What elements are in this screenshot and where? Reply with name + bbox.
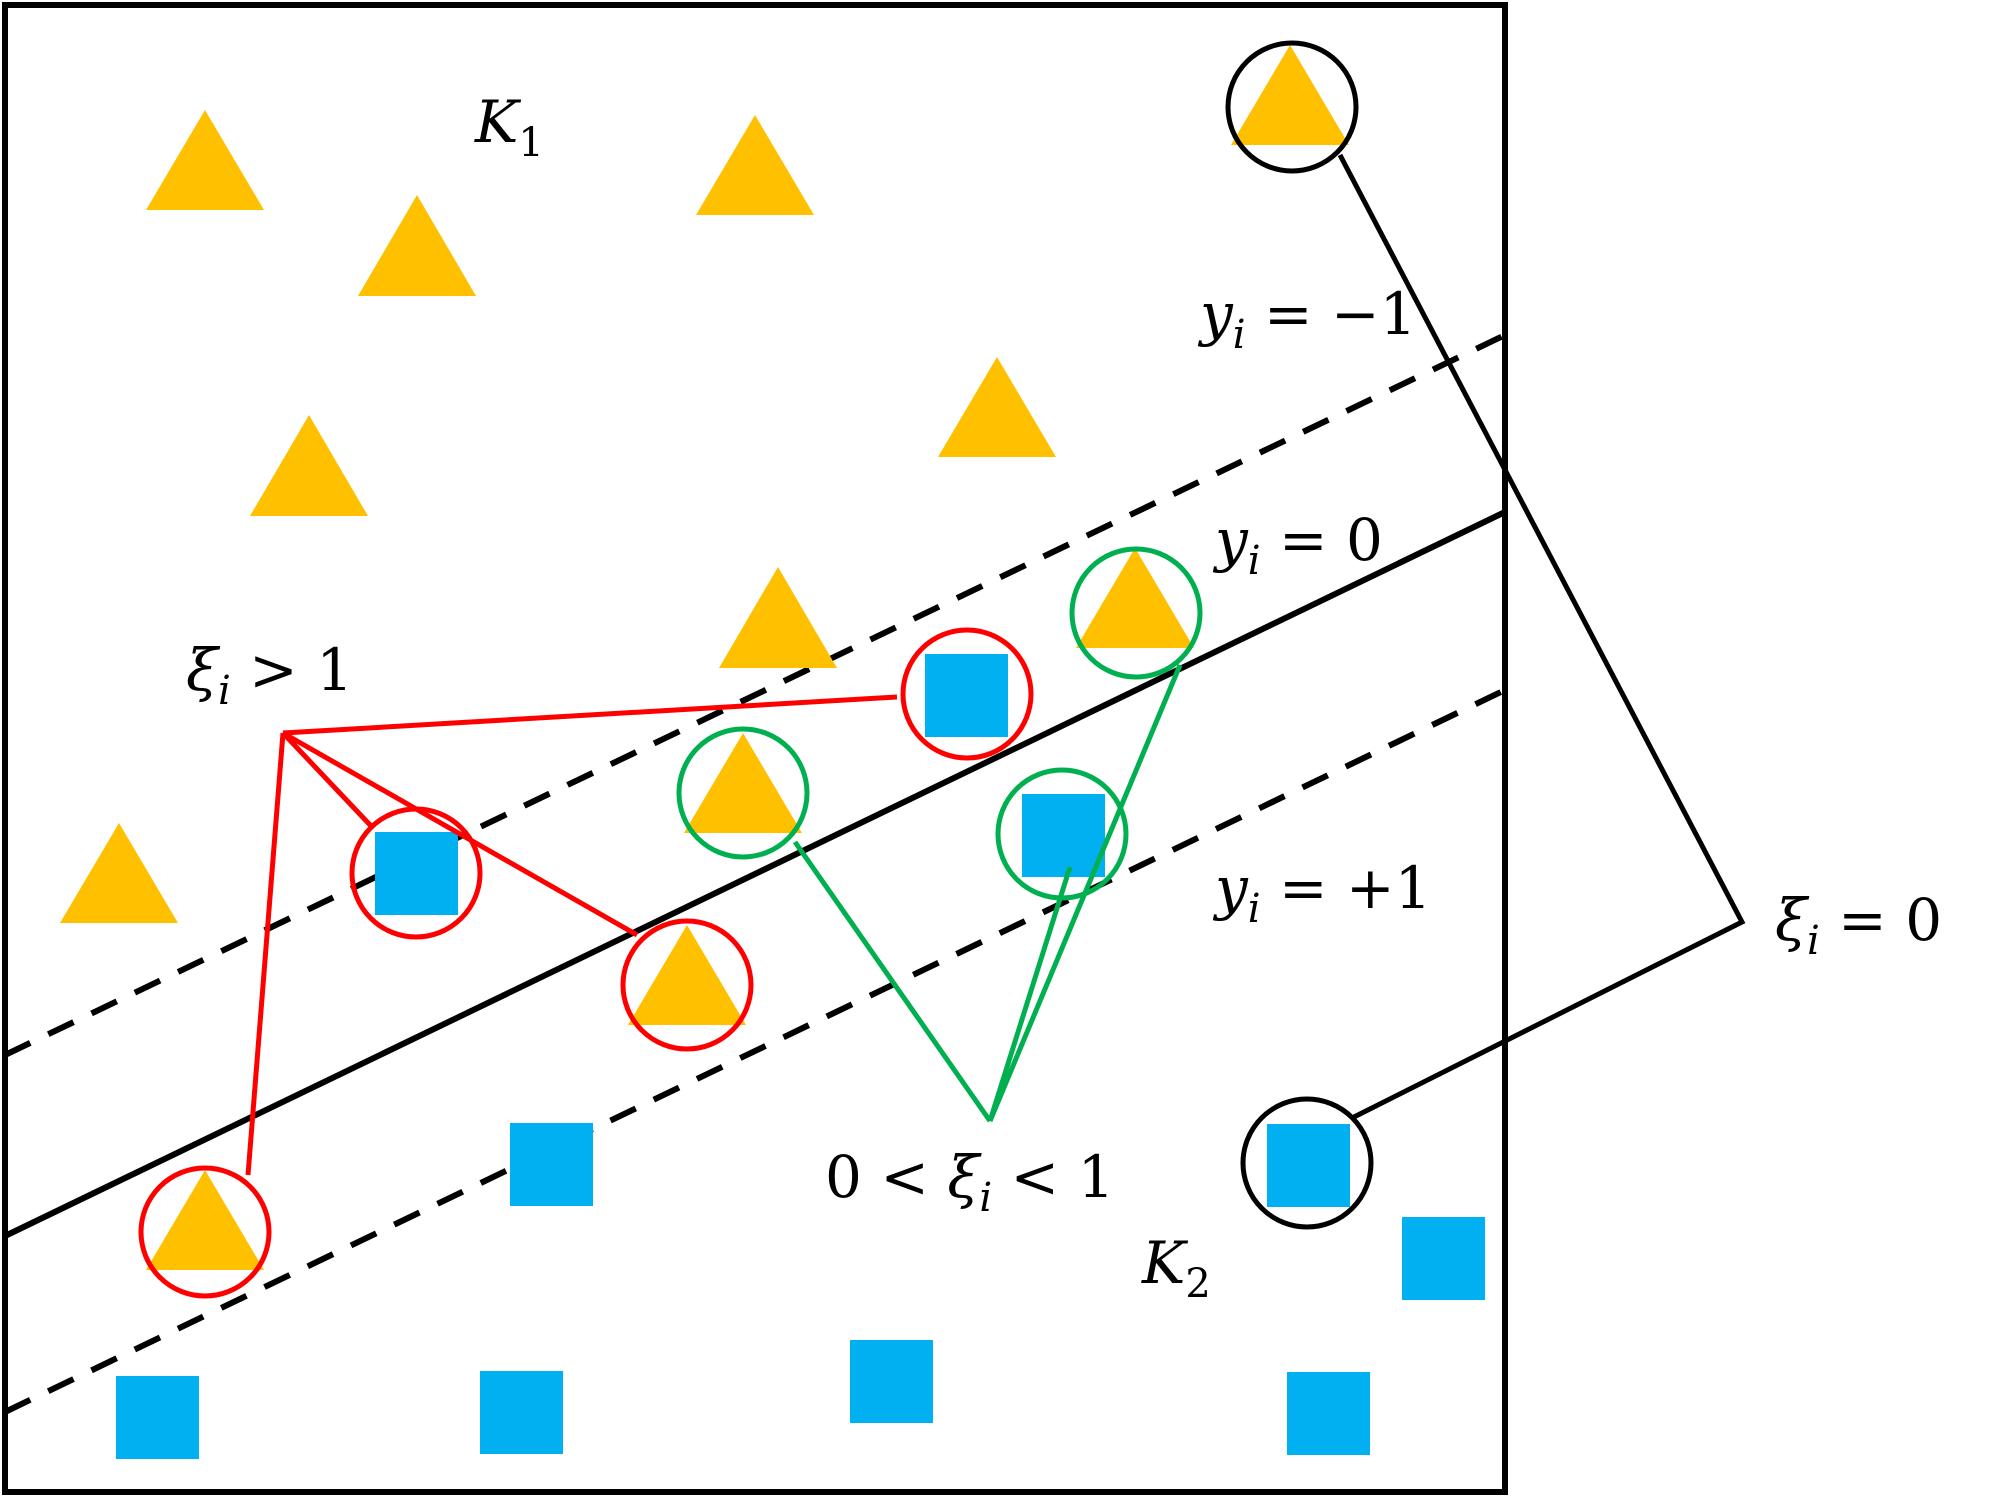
class-label-k1: K1 xyxy=(474,88,544,166)
red-circle xyxy=(900,627,1034,761)
square-point xyxy=(1267,1124,1350,1207)
triangle-point xyxy=(1231,45,1349,145)
green-circle xyxy=(995,767,1129,901)
support-vector-circles xyxy=(138,40,1374,1299)
square-point xyxy=(510,1123,593,1206)
connector-line xyxy=(1337,153,1746,1120)
red-circle xyxy=(138,1165,272,1299)
square-point xyxy=(116,1376,199,1459)
plot-frame xyxy=(2,2,1508,1495)
margin-line-neg xyxy=(5,332,1505,1058)
class-k1-points xyxy=(60,45,1349,1270)
connector-line xyxy=(792,840,993,1123)
green-circle xyxy=(1069,546,1203,680)
triangle-point xyxy=(719,567,837,668)
triangle-point xyxy=(146,110,264,210)
triangle-point xyxy=(684,733,802,833)
triangle-point xyxy=(60,823,178,923)
label-y-pos: yi = +1 xyxy=(1212,854,1432,932)
black-circle xyxy=(1225,40,1359,174)
triangle-point xyxy=(146,1170,264,1270)
connector-line xyxy=(281,730,639,938)
connector-line xyxy=(245,732,286,1176)
triangle-point xyxy=(250,415,368,516)
triangle-point xyxy=(938,357,1056,457)
square-point xyxy=(1022,794,1105,877)
triangle-point xyxy=(696,115,814,215)
connector-line xyxy=(282,694,898,736)
green-circle xyxy=(676,726,810,860)
square-point xyxy=(375,832,458,915)
margin-line-pos xyxy=(5,687,1505,1415)
triangle-point xyxy=(358,195,476,296)
square-point xyxy=(850,1340,933,1423)
label-y-neg: yi = −1 xyxy=(1197,280,1417,358)
black-circle xyxy=(1240,1096,1374,1230)
square-point xyxy=(925,654,1008,737)
label-xi-gt-1: ξi > 1 xyxy=(186,636,353,714)
label-xi-zero: ξi = 0 xyxy=(1775,886,1942,964)
label-y-zero: yi = 0 xyxy=(1212,506,1383,584)
triangle-point xyxy=(628,925,746,1025)
xi-zero-connectors xyxy=(1337,153,1746,1120)
red-circle xyxy=(620,918,754,1052)
xi-gt-1-connectors xyxy=(245,694,898,1176)
square-point xyxy=(1402,1217,1485,1300)
square-point xyxy=(1287,1372,1370,1455)
square-point xyxy=(480,1371,563,1454)
connector-line xyxy=(987,866,1073,1122)
red-circle xyxy=(349,806,483,940)
class-label-k2: K2 xyxy=(1141,1229,1211,1307)
label-xi-between: 0 < ξi < 1 xyxy=(825,1143,1115,1221)
class-k2-points xyxy=(116,654,1485,1459)
triangle-point xyxy=(1076,548,1194,648)
connector-line xyxy=(281,731,374,829)
